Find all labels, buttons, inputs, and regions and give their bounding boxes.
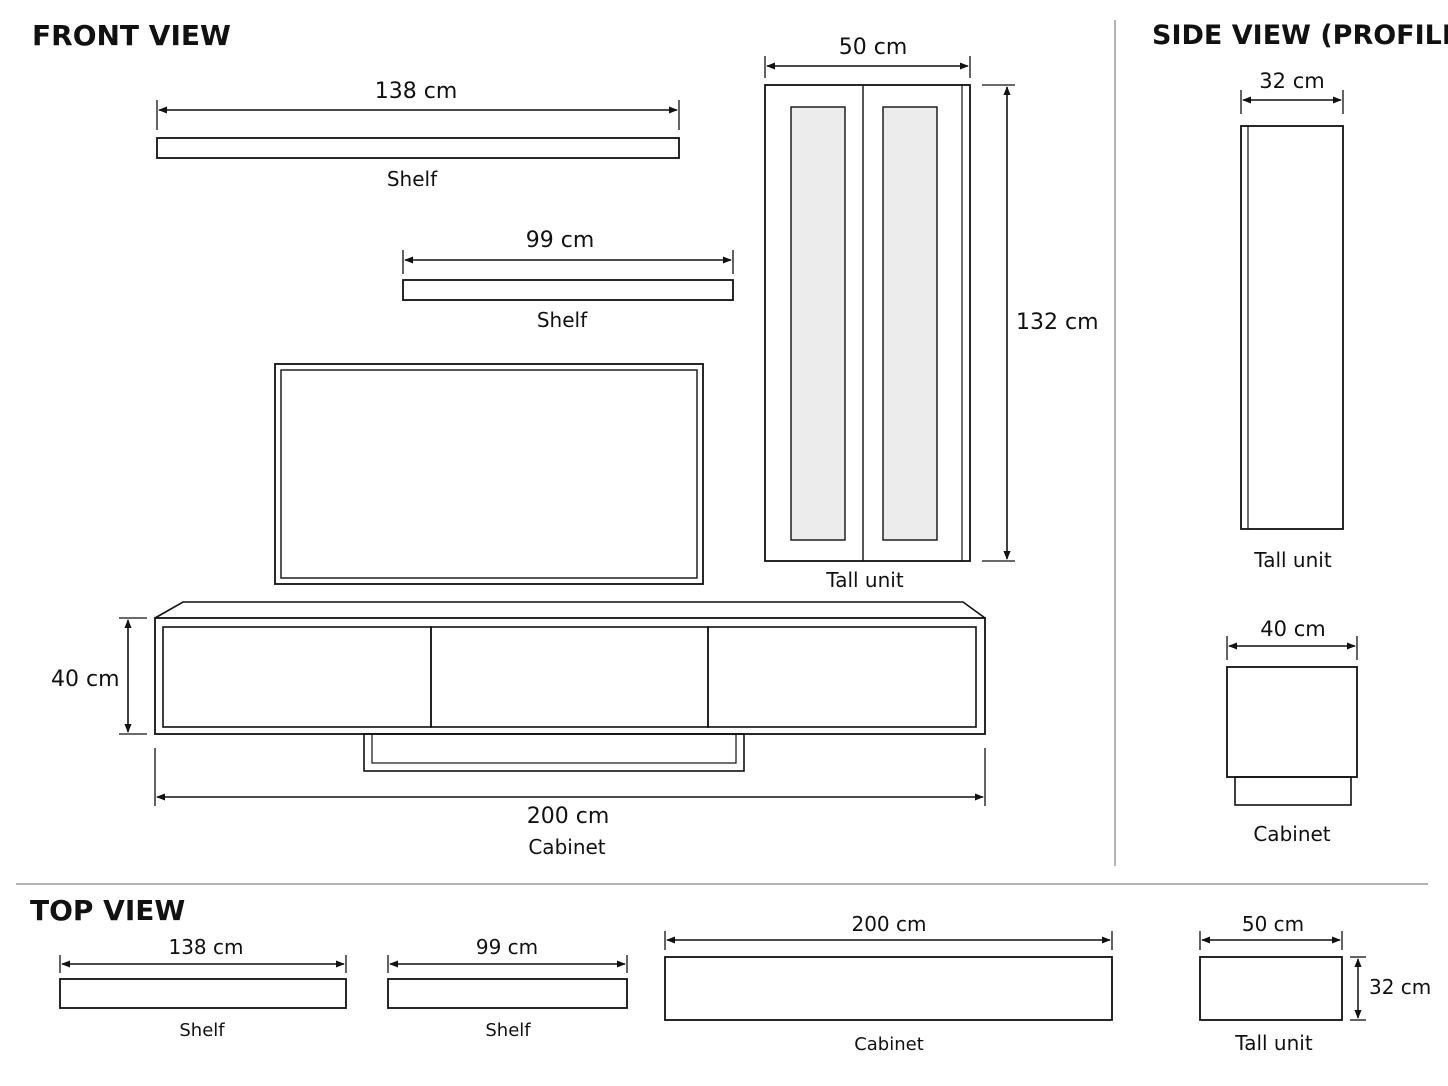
front-tall-unit-label: Tall unit — [825, 568, 904, 592]
side-cabinet-plinth — [1234, 776, 1352, 806]
front-shelf-short-board — [402, 279, 734, 301]
top-tall-unit-width: 50 cm — [1242, 912, 1304, 936]
top-cabinet-label: Cabinet — [854, 1034, 924, 1055]
side-tall-unit-label: Tall unit — [1253, 548, 1332, 572]
side-tall-unit: 32 cm Tall unit — [1240, 69, 1344, 572]
top-shelf-short-label: Shelf — [485, 1020, 531, 1041]
top-cabinet-width: 200 cm — [851, 912, 926, 936]
top-shelf-long-width: 138 cm — [168, 935, 243, 959]
top-shelf-long: 138 cm Shelf — [59, 935, 347, 1041]
top-shelf-short-width: 99 cm — [476, 935, 538, 959]
front-view-heading: FRONT VIEW — [32, 19, 231, 52]
top-shelf-long-board — [59, 978, 347, 1009]
side-cabinet-label: Cabinet — [1253, 822, 1330, 846]
front-cabinet-plinth — [363, 733, 745, 772]
front-shelf-short-width: 99 cm — [526, 228, 595, 253]
top-shelf-short-board — [387, 978, 628, 1009]
top-cabinet: 200 cm Cabinet — [664, 912, 1113, 1055]
side-view-heading: SIDE VIEW (PROFILE) — [1152, 20, 1448, 51]
front-shelf-short-label: Shelf — [537, 308, 588, 332]
front-shelf-long-board — [156, 137, 680, 159]
top-tall-unit-outline — [1199, 956, 1343, 1021]
front-tv-screen — [274, 363, 704, 585]
front-tall-unit-body — [764, 84, 971, 562]
top-cabinet-outline — [664, 956, 1113, 1021]
side-tall-unit-depth: 32 cm — [1259, 69, 1324, 93]
front-tall-unit-width: 50 cm — [839, 35, 908, 60]
front-tall-unit-height: 132 cm — [1016, 310, 1099, 335]
top-view-heading: TOP VIEW — [30, 894, 185, 927]
front-cabinet-label: Cabinet — [528, 835, 605, 859]
top-tall-unit-depth: 32 cm — [1369, 975, 1431, 999]
top-tall-unit-label: Tall unit — [1234, 1031, 1313, 1055]
front-cabinet: 40 cm 200 cm Cabinet — [51, 601, 986, 859]
front-tall-unit: 50 cm 132 cm Tall unit — [764, 35, 1099, 592]
side-cabinet-depth: 40 cm — [1260, 617, 1325, 641]
front-cabinet-width: 200 cm — [527, 804, 610, 829]
front-cabinet-door-right — [707, 626, 977, 728]
top-tall-unit: 50 cm 32 cm Tall unit — [1199, 912, 1431, 1055]
front-shelf-long-width: 138 cm — [375, 79, 458, 104]
front-cabinet-body — [154, 617, 986, 735]
front-cabinet-door-left — [162, 626, 432, 728]
front-tall-unit-left-glass — [790, 106, 846, 541]
side-cabinet: 40 cm Cabinet — [1226, 617, 1358, 846]
front-shelf-short: 99 cm Shelf — [402, 228, 734, 332]
front-tall-unit-right-glass — [882, 106, 938, 541]
top-shelf-short: 99 cm Shelf — [387, 935, 628, 1041]
front-shelf-long-label: Shelf — [387, 167, 438, 191]
side-tall-unit-body — [1240, 125, 1344, 530]
front-cabinet-door-middle — [430, 626, 709, 728]
top-shelf-long-label: Shelf — [179, 1020, 225, 1041]
side-cabinet-body — [1226, 666, 1358, 778]
front-cabinet-height: 40 cm — [51, 667, 120, 692]
front-shelf-long: 138 cm Shelf — [156, 79, 680, 191]
